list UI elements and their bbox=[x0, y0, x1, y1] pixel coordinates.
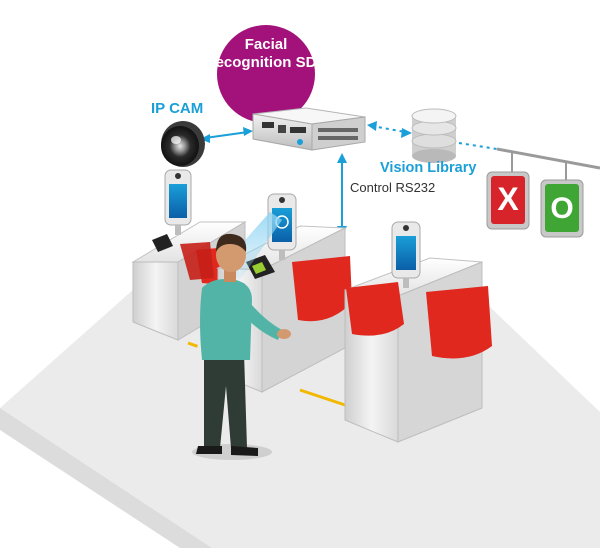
ip-camera-icon bbox=[161, 121, 205, 167]
link-camera-pc bbox=[204, 131, 249, 139]
person-figure bbox=[192, 233, 291, 460]
database-icon bbox=[411, 108, 457, 163]
ip-cam-label: IP CAM bbox=[151, 100, 204, 117]
sdk-label: Facial Recognition SDK bbox=[204, 36, 328, 71]
vision-library-label: Vision Library bbox=[380, 160, 477, 176]
gate-flap bbox=[346, 282, 404, 336]
arrow-head bbox=[367, 121, 377, 131]
deny-sign-icon: X bbox=[486, 171, 530, 230]
qr-scanner-icon bbox=[152, 234, 173, 252]
link-pc-library bbox=[371, 125, 406, 133]
arrow-head bbox=[337, 153, 347, 163]
deny-sign-label: X bbox=[497, 181, 519, 217]
link-library-signs bbox=[458, 142, 498, 150]
face-terminal-icon bbox=[164, 169, 192, 235]
gate-flap bbox=[180, 242, 214, 280]
arrow-head bbox=[200, 134, 210, 143]
floor-shadow bbox=[0, 408, 212, 548]
sdk-circle bbox=[217, 25, 315, 123]
arrow-head bbox=[243, 127, 253, 136]
allow-sign-label: O bbox=[550, 192, 573, 225]
face-terminal-icon bbox=[391, 221, 421, 288]
signal-sign-rail bbox=[496, 147, 600, 180]
arrow-head bbox=[401, 128, 412, 138]
gate-flap bbox=[426, 286, 492, 359]
face-terminal-icon bbox=[267, 193, 297, 260]
allow-sign-icon: O bbox=[540, 179, 584, 238]
embedded-pc-icon bbox=[252, 107, 366, 151]
gate-flap bbox=[292, 256, 352, 322]
lane-line bbox=[299, 388, 346, 407]
control-rs232-label: Control RS232 bbox=[350, 180, 436, 195]
